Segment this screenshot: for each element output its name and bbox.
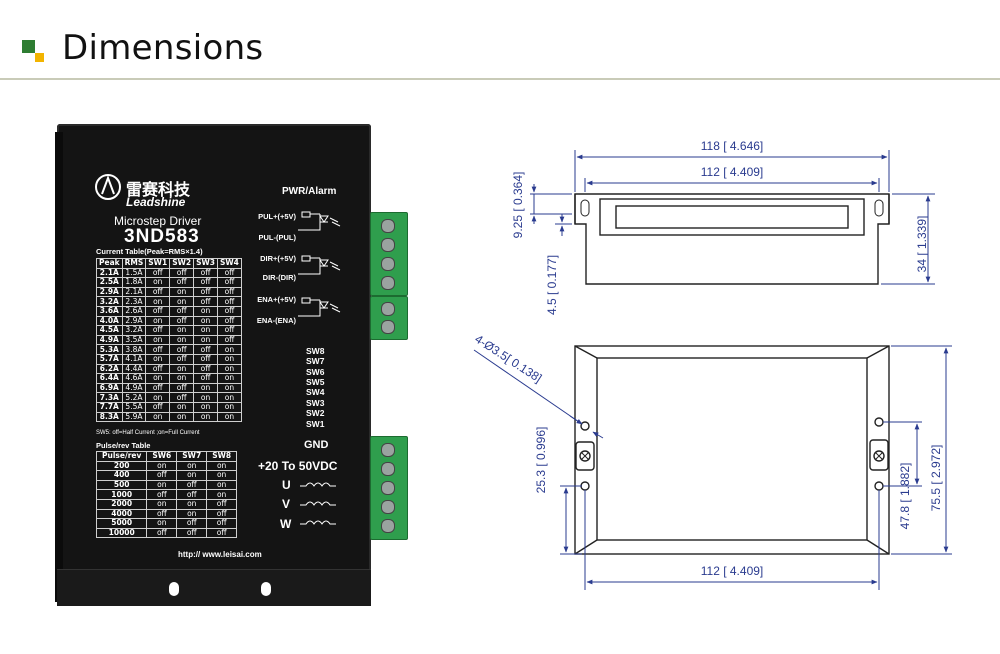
switch-label: SW1 [306,419,325,429]
terminal-screw [381,219,395,233]
brand-chinese: 雷赛科技 [126,180,191,199]
terminal-screw [381,238,395,252]
terminal-screw [381,443,395,457]
dim-overall-width: 118 [ 4.646] [701,139,764,153]
dim-flange: 4.5 [ 0.177] [545,255,559,315]
dim-hole-offset: 25.3 [ 0.996] [534,427,548,494]
current-table-cell: on [217,411,242,423]
dim-hole-pitch: 47.8 [ 1.882] [898,463,912,530]
driver-bottom-flange [57,569,371,606]
brand-name: Leadshine [126,195,186,209]
top-view [574,193,890,285]
header-divider [0,78,1000,80]
switch-label: SW5 [306,377,325,387]
dim-height: 34 [ 1.339] [915,216,929,273]
switch-label: SW6 [306,367,325,377]
switch-label: SW4 [306,387,325,397]
signal-label: PUL+(+5V) [258,212,296,221]
terminal-screw [381,276,395,290]
dim-overall-height: 75.5 [ 2.972] [929,445,943,512]
mount-hole [261,582,271,596]
terminal-screw [381,302,395,316]
terminal-screw [381,519,395,533]
leadshine-logo-icon [95,174,121,200]
terminal-screw [381,462,395,476]
power-label: +20 To 50VDC [258,459,338,473]
switch-label: SW3 [306,398,325,408]
signal-label: ENA-(ENA) [256,316,296,325]
phase-label: U [282,478,291,492]
pulse-table-cell: 10000 [95,527,148,539]
signal-label: PUL-(PUL) [258,233,297,242]
phase-label: V [282,497,291,511]
dim-hole-spacing-front: 112 [ 4.409] [701,564,764,578]
switch-label: SW7 [306,356,325,366]
dim-holes: 4-Ø3.5[ 0.138] [472,332,544,386]
signal-label: ENA+(+5V) [257,295,296,304]
terminal-screw [381,481,395,495]
signal-label: DIR+(+5V) [260,254,296,263]
page-header: Dimensions [0,0,1000,80]
model-subtitle: Microstep Driver [114,214,202,228]
mount-hole [169,582,179,596]
pulse-table-cell: off [206,527,238,539]
coil-icons [300,482,336,525]
current-table-title: Current Table(Peak=RMS×1.4) [96,247,203,256]
switch-label: SW2 [306,408,325,418]
dim-slot-offset: 9.25 [ 0.364] [511,172,525,239]
model-name: 3ND583 [124,226,200,247]
terminal-screw [381,500,395,514]
page-title: Dimensions [62,28,264,68]
optocoupler-icons [298,211,341,317]
gnd-label: GND [304,439,329,451]
phase-label: W [280,517,292,531]
signal-label: DIR-(DIR) [262,273,296,282]
terminal-screw [381,320,395,334]
switch-label: SW8 [306,346,325,356]
logo-square-green [22,40,35,53]
pwr-alarm-label: PWR/Alarm [282,186,337,197]
sw5-note: SW5: off=Half Current ;on=Full Current [96,430,200,436]
terminal-screw [381,257,395,271]
pulse-table-title: Pulse/rev Table [96,441,151,450]
website-url: http:// www.leisai.com [178,550,262,559]
front-view [574,345,890,555]
logo-square-yellow [35,53,44,62]
driver-side-lip [55,132,63,602]
dim-hole-spacing-top: 112 [ 4.409] [701,165,764,179]
current-table-cell: 8.3A [96,411,123,423]
